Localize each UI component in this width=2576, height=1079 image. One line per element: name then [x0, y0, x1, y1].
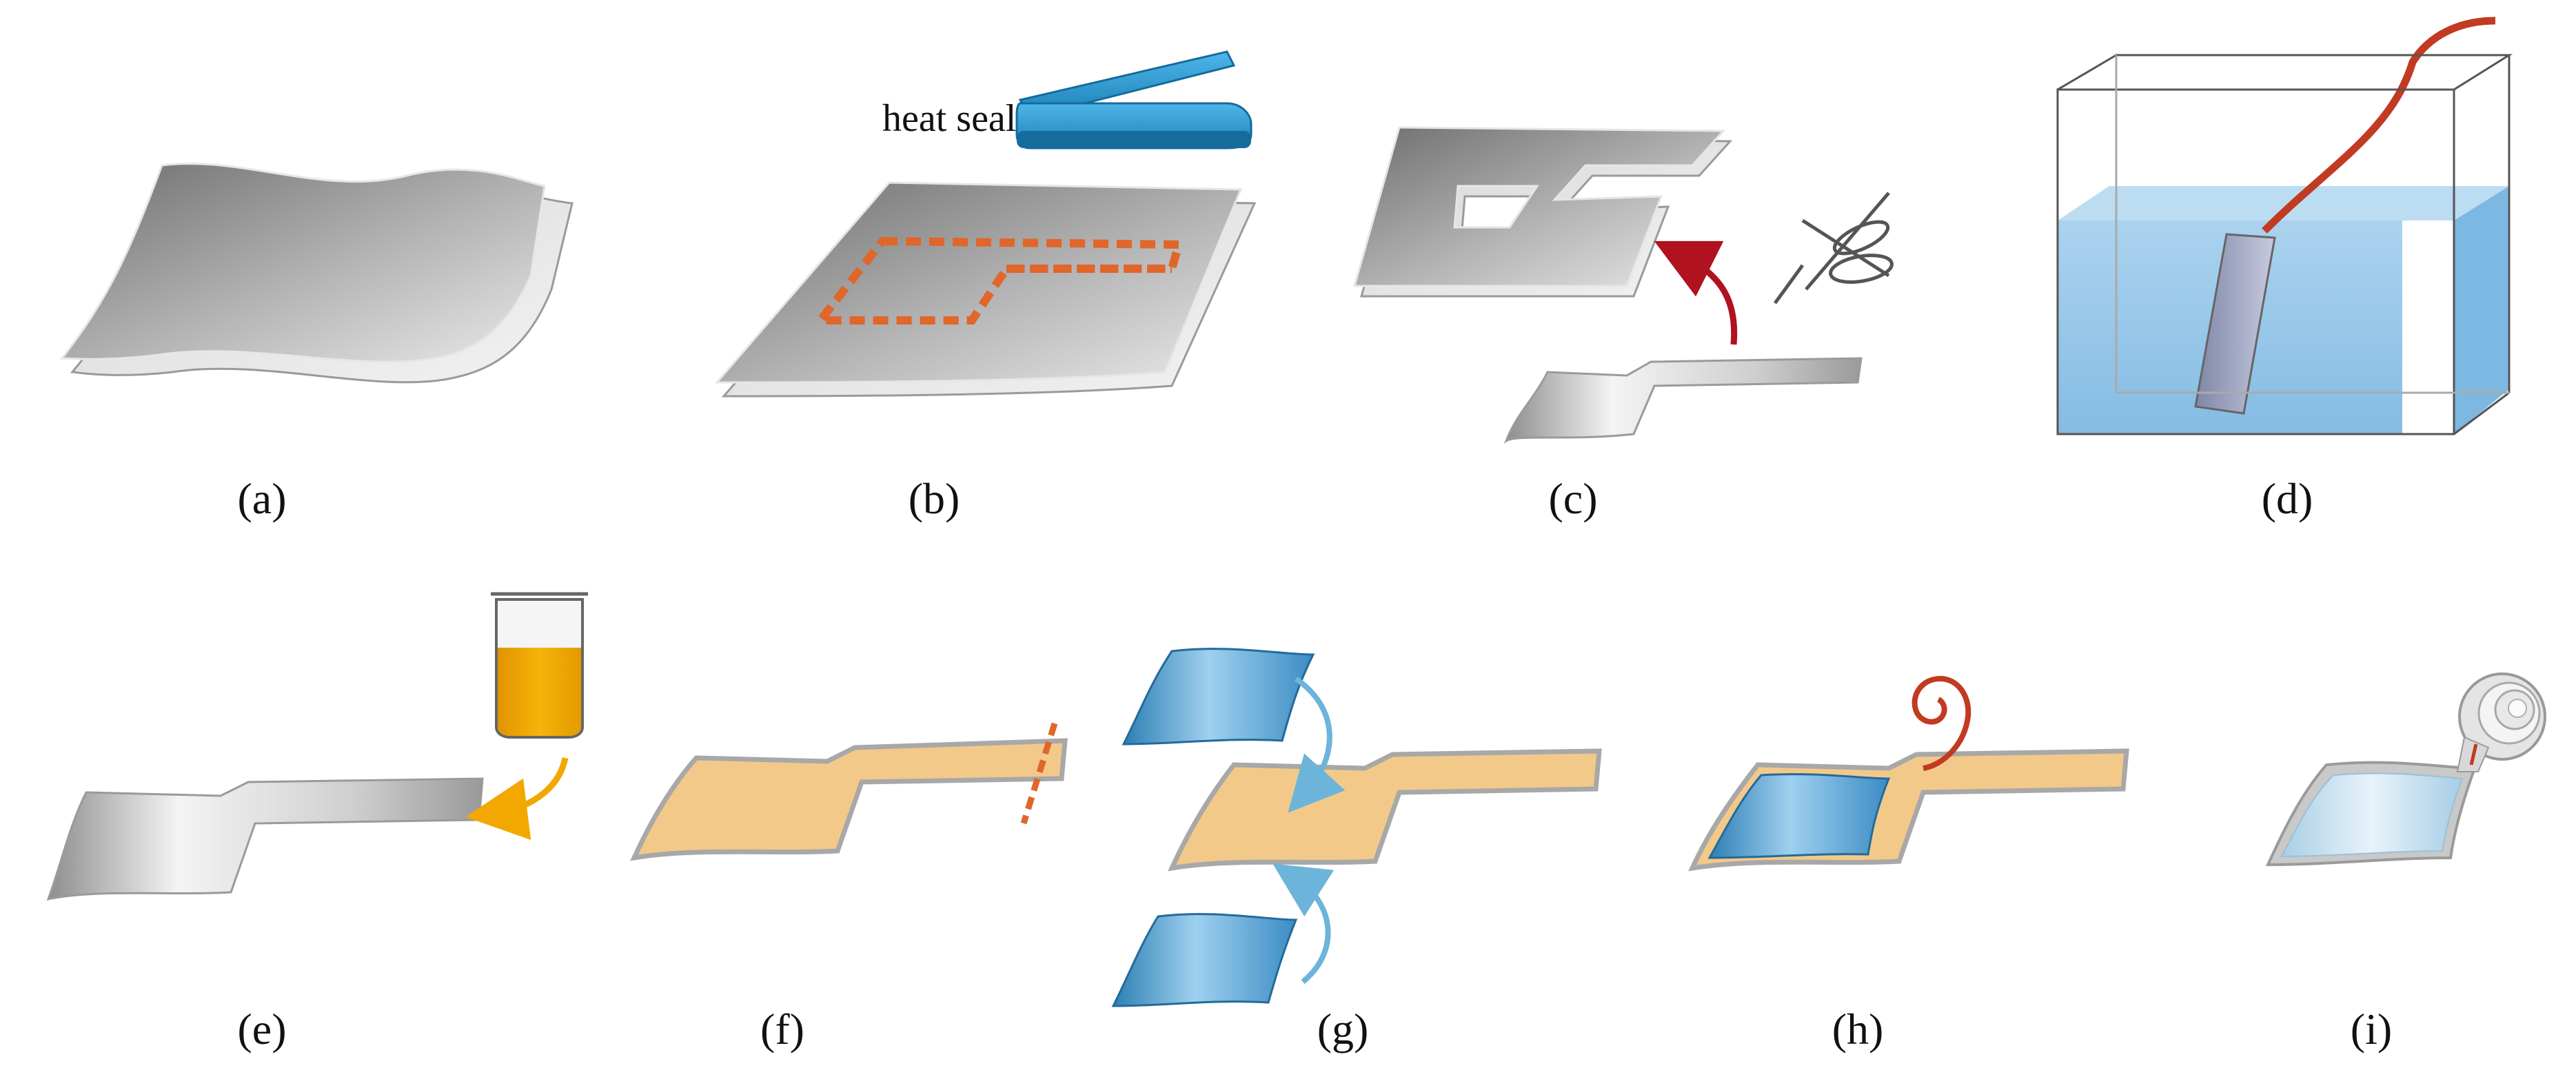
pour-arrow: [465, 757, 569, 841]
panel-f: (f): [630, 722, 1068, 1054]
attach-arrow-top: [1288, 676, 1346, 813]
panel-caption: (h): [1832, 1005, 1884, 1054]
panel-caption: (e): [237, 1005, 286, 1054]
lead-wire: [2262, 17, 2496, 234]
electrode-pad: [2280, 772, 2464, 858]
panel-h: (h): [1688, 675, 2129, 1054]
filled-strip: [1168, 748, 1602, 872]
panel-caption: (g): [1317, 1005, 1369, 1054]
water-top: [2058, 186, 2509, 220]
curved-arrow: [1654, 240, 1738, 345]
cut-strip: [46, 777, 484, 901]
panel-c: (c): [1353, 126, 1894, 523]
panel-e: (e): [46, 592, 588, 1054]
electrode-pad-top: [1122, 648, 1315, 746]
water-side: [2454, 186, 2509, 434]
film-sheet-front: [714, 181, 1243, 384]
scissors-icon: [1773, 192, 1894, 305]
panel-caption: (f): [760, 1005, 804, 1054]
filled-strip: [630, 738, 1068, 861]
cut-line: [1020, 722, 1058, 825]
panel-d: (d): [2056, 17, 2513, 523]
attach-arrow-bottom: [1272, 863, 1335, 985]
electrode-pad: [1707, 773, 1891, 859]
cut-strip: [1503, 357, 1863, 444]
beaker-icon: [491, 592, 588, 739]
panel-i: (i): [2265, 672, 2546, 1054]
panel-caption: (a): [237, 474, 286, 523]
electrode: [2194, 233, 2276, 415]
rolled-strip: [2456, 672, 2546, 772]
heat-seal-label: heat seal: [882, 97, 1016, 140]
panel-caption: (d): [2262, 474, 2313, 523]
heat-sealer-icon: [1015, 50, 1252, 150]
panel-caption: (i): [2351, 1005, 2392, 1054]
cut-frame-front: [1353, 126, 1726, 287]
panel-b: heat seal (b): [714, 50, 1257, 523]
panel-g: (g): [1111, 648, 1602, 1054]
panel-a: (a): [59, 163, 574, 523]
coiled-wire: [1911, 675, 1971, 771]
film-sheet-front: [59, 163, 546, 363]
panel-caption: (b): [909, 474, 960, 523]
tank-outline: [2056, 54, 2513, 435]
panel-caption: (c): [1548, 474, 1597, 523]
electrode-pad-bottom: [1111, 913, 1298, 1007]
